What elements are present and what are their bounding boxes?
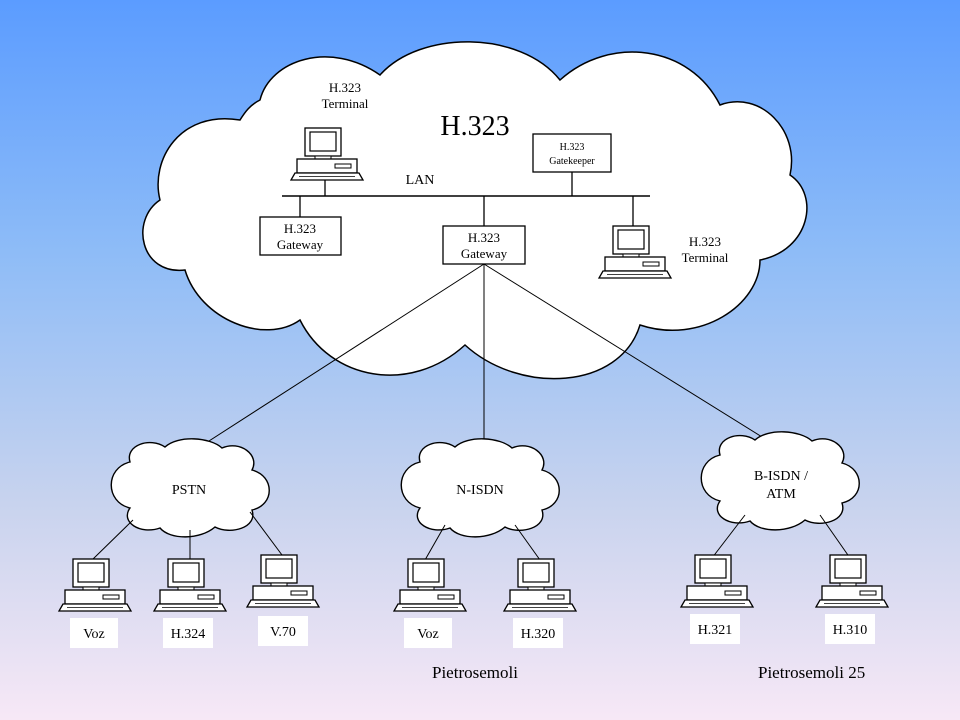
endpoint-label-box: H.320 — [513, 618, 563, 648]
endpoint-label-box: H.324 — [163, 618, 213, 648]
endpoint-label: Voz — [417, 627, 439, 642]
network-label: N-ISDN — [456, 483, 503, 498]
network-label: PSTN — [172, 483, 206, 498]
gatekeeper-line2: Gatekeeper — [549, 156, 595, 167]
network-cloud-bisdn: B-ISDN / ATM — [700, 431, 860, 531]
terminal-top-line2: Terminal — [322, 96, 369, 111]
footer-right: Pietrosemoli 25 — [758, 663, 866, 682]
gateway-center-line1: H.323 — [468, 230, 500, 245]
endpoint-label-box: Voz — [404, 618, 452, 648]
terminal-right-line2: Terminal — [682, 250, 729, 265]
gateway-left-line2: Gateway — [277, 237, 324, 252]
endpoint-label: H.324 — [171, 627, 206, 642]
h323-gateway-left: H.323 Gateway — [259, 216, 342, 256]
gateway-center-line2: Gateway — [461, 246, 508, 261]
h323-cloud-title: H.323 — [440, 111, 509, 142]
computer-icon — [246, 554, 320, 608]
endpoint-label: H.310 — [833, 623, 868, 638]
h323-gateway-center: H.323 Gateway — [442, 225, 526, 265]
computer-icon — [58, 558, 132, 612]
endpoint-label-box: H.310 — [825, 614, 875, 644]
endpoint-label-box: V.70 — [258, 616, 308, 646]
endpoint-label: Voz — [83, 627, 105, 642]
endpoint-label: H.320 — [521, 627, 556, 642]
network-cloud-pstn: PSTN — [110, 438, 270, 538]
endpoint-label: H.321 — [698, 623, 733, 638]
network-label-line2: ATM — [766, 487, 796, 502]
footer-center: Pietrosemoli — [432, 663, 518, 682]
gatekeeper-line1: H.323 — [560, 142, 585, 153]
h323-cloud — [142, 41, 808, 380]
endpoint-label: V.70 — [270, 625, 296, 640]
terminal-top-line1: H.323 — [329, 80, 361, 95]
network-cloud-nisdn: N-ISDN — [400, 438, 560, 538]
computer-icon — [503, 558, 577, 612]
endpoint-label-box: Voz — [70, 618, 118, 648]
computer-icon — [680, 554, 754, 608]
endpoint-label-box: H.321 — [690, 614, 740, 644]
lan-label: LAN — [406, 173, 435, 188]
network-label-line1: B-ISDN / — [754, 469, 808, 484]
computer-icon — [393, 558, 467, 612]
computer-icon — [815, 554, 889, 608]
gateway-left-line1: H.323 — [284, 221, 316, 236]
h323-terminal-right: H.323 Terminal — [598, 225, 729, 279]
computer-icon — [153, 558, 227, 612]
terminal-right-line1: H.323 — [689, 234, 721, 249]
h323-terminal-top: H.323 Terminal — [290, 80, 369, 181]
h323-gatekeeper: H.323 Gatekeeper — [532, 133, 612, 173]
